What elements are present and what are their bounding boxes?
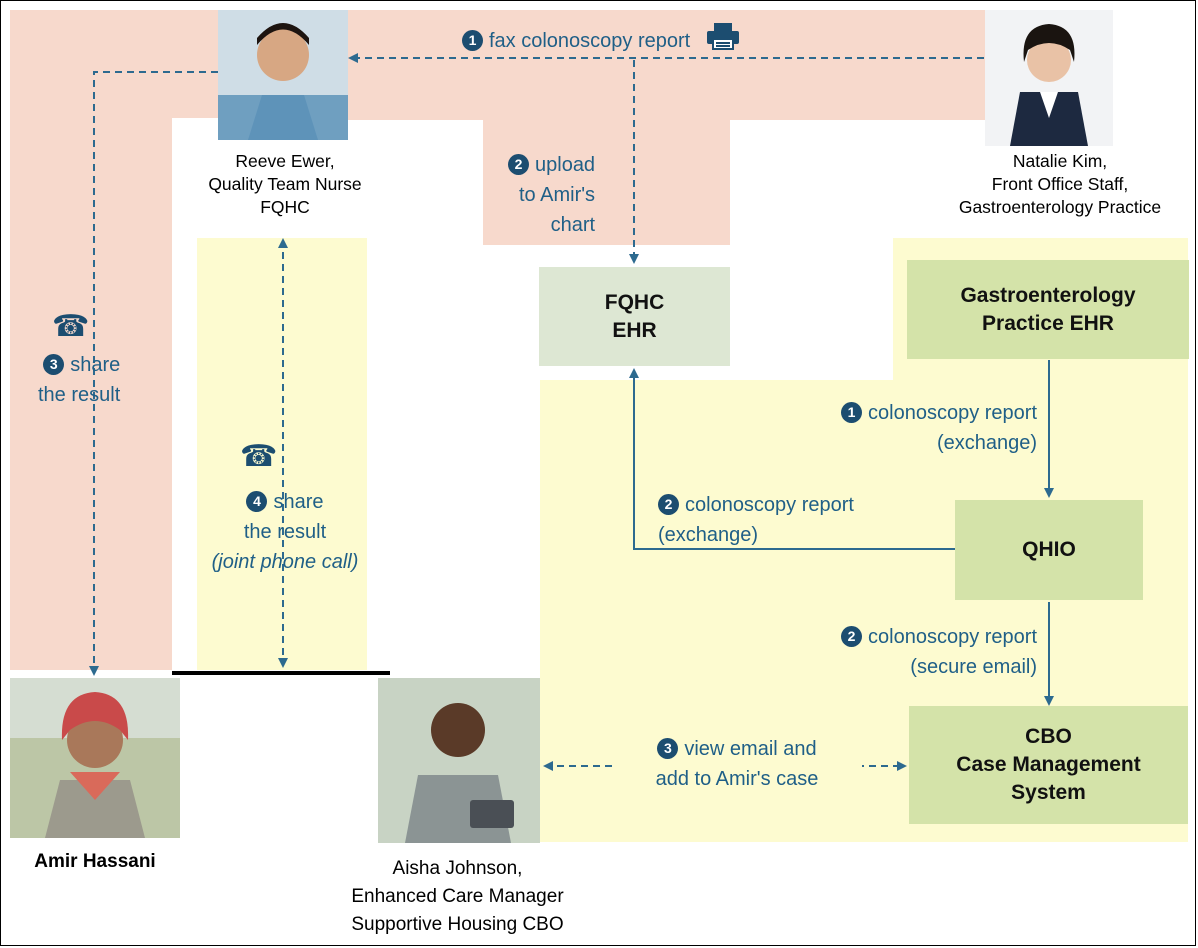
upload-line3: chart — [550, 214, 596, 236]
share-result-arrow — [89, 71, 218, 676]
aisha-caption: Aisha Johnson, Enhanced Care Manager Sup… — [345, 855, 570, 939]
cbo-line3: System — [1011, 781, 1086, 804]
share3-line2: the result — [38, 384, 121, 406]
natalie-role: Front Office Staff, — [991, 174, 1129, 194]
fax-text: fax colonoscopy report — [489, 30, 691, 52]
reeve-org: FQHC — [260, 197, 310, 217]
qhio-box: QHIO — [955, 500, 1143, 600]
share3-line1: share — [70, 354, 121, 376]
fqhc-ehr-line1: FQHC — [604, 290, 665, 314]
exch1-line1: colonoscopy report — [868, 402, 1037, 424]
amir-name: Amir Hassani — [34, 851, 156, 872]
step-badge: 3 — [43, 354, 65, 375]
cbo-line2: Case Management — [956, 753, 1141, 776]
reeve-name: Reeve Ewer, — [235, 151, 335, 171]
upload-label: 2 upload to Amir's chart — [508, 150, 595, 240]
phone-icon: ☎ — [52, 310, 90, 343]
gastro-ehr-box: Gastroenterology Practice EHR — [907, 260, 1189, 359]
email-line1: colonoscopy report — [868, 626, 1037, 648]
phone-icon: ☎ — [240, 440, 278, 473]
aisha-role: Enhanced Care Manager — [351, 886, 564, 907]
qhio-label: QHIO — [1022, 538, 1076, 561]
email-line2: (secure email) — [910, 656, 1037, 678]
aisha-photo — [378, 678, 540, 843]
natalie-name: Natalie Kim, — [1012, 151, 1108, 171]
view-line2: add to Amir's case — [612, 764, 862, 794]
step-badge: 2 — [508, 154, 529, 175]
upload-line2: to Amir's — [519, 184, 596, 206]
exch2-line1: colonoscopy report — [685, 494, 854, 516]
reeve-caption: Reeve Ewer, Quality Team Nurse FQHC — [190, 150, 380, 219]
natalie-org: Gastroenterology Practice — [958, 197, 1162, 217]
step-badge: 1 — [841, 402, 863, 423]
natalie-photo — [985, 10, 1113, 146]
fax-label: 1 fax colonoscopy report — [462, 22, 740, 57]
cbo-box: CBO Case Management System — [909, 706, 1188, 824]
upload-line1: upload — [535, 154, 596, 176]
fax-icon — [706, 22, 740, 57]
cbo-line1: CBO — [1025, 725, 1072, 748]
natalie-caption: Natalie Kim, Front Office Staff, Gastroe… — [935, 150, 1185, 219]
step-badge: 2 — [841, 626, 863, 647]
amir-photo — [10, 678, 180, 838]
view-line1: view email and — [684, 738, 817, 760]
step-badge: 2 — [658, 494, 679, 515]
aisha-org: Supportive Housing CBO — [351, 914, 564, 935]
share4-line1: share — [273, 491, 324, 513]
qhio-to-fqhc-arrow — [629, 368, 955, 550]
aisha-name: Aisha Johnson, — [392, 858, 523, 879]
gastro-ehr-line2: Practice EHR — [982, 311, 1114, 335]
gastro-ehr-line1: Gastroenterology — [960, 283, 1136, 307]
exch2-line2: (exchange) — [658, 524, 759, 546]
exch2-label: 2 colonoscopy report (exchange) — [658, 490, 854, 550]
fqhc-ehr-line2: EHR — [612, 318, 657, 342]
exch1-line2: (exchange) — [936, 432, 1037, 454]
fqhc-ehr-box: FQHC EHR — [539, 267, 730, 366]
step-badge: 1 — [462, 30, 483, 51]
amir-caption: Amir Hassani — [10, 850, 180, 873]
reeve-photo — [218, 10, 348, 140]
fqhc-region — [10, 10, 985, 670]
share4-line3: (joint phone call) — [211, 551, 359, 573]
step-badge: 3 — [657, 738, 679, 759]
exchange-region — [540, 238, 1188, 842]
share4-line2: the result — [243, 521, 327, 543]
reeve-role: Quality Team Nurse — [208, 174, 362, 194]
step-badge: 4 — [246, 491, 268, 512]
